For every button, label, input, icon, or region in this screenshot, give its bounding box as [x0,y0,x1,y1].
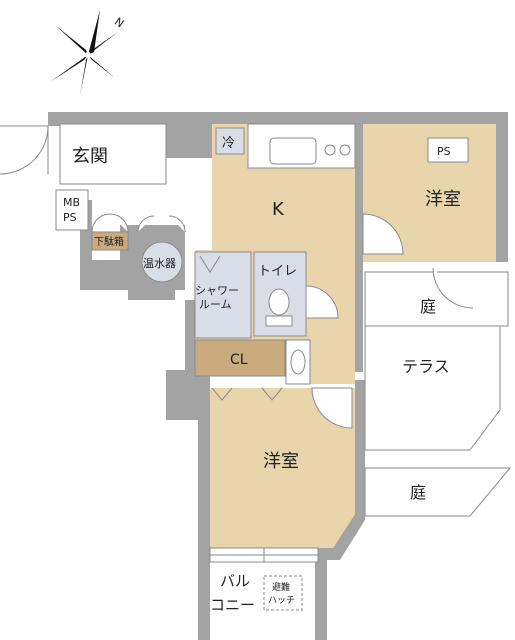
north-label: N [112,15,126,30]
toilet-door[interactable] [305,285,339,319]
ps-label: PS [437,145,451,158]
terrace-label: テラス [402,357,450,376]
ps-box [427,137,469,163]
mbps-label-2: PS [63,211,77,224]
basin-icon [290,349,306,375]
outer-walls [48,112,508,640]
shower-room [194,251,252,339]
garden-bottom [364,467,512,517]
shoe-box [91,231,129,251]
kitchen-label: K [272,199,285,220]
western-room-bottom-door[interactable] [311,387,353,429]
western-room-top-door[interactable] [362,213,404,255]
stove-burner-1 [324,144,336,156]
entrance-door[interactable] [0,125,49,175]
water-heater-label: 温水器 [143,257,176,270]
escape-hatch [263,575,303,611]
closet-label: CL [230,352,248,368]
mbps-box [55,189,89,231]
stove-burner-2 [339,144,351,156]
western-room-top-label: 洋室 [425,189,461,210]
balcony-label-1: バル [220,572,250,590]
garden-top-label: 庭 [420,297,436,316]
closet [194,339,286,377]
entrance-area [59,123,167,185]
hatch-label-1: 避難 [272,581,290,593]
hatch-label-2: ハッチ [268,595,295,606]
water-heater [141,241,183,283]
toilet-tank-icon [265,315,293,327]
shoe-box-label: 下駄箱 [94,235,124,248]
entrance-label: 玄関 [72,146,108,167]
sink [269,137,317,165]
shower-label-1: シャワー [195,284,239,297]
fridge [215,127,245,155]
toilet-bowl-icon [268,288,290,316]
western-room-bottom-label: 洋室 [263,451,299,472]
mbps-label-1: MB [63,196,80,209]
toilet-label: トイレ [258,264,297,279]
garden-bottom-label: 庭 [410,483,426,502]
terrace [364,325,501,451]
fridge-label: 冷 [222,136,235,151]
western-room-bottom [210,388,355,548]
shower-label-2: ルーム [199,298,232,311]
balcony-label-2: コニー [210,596,255,614]
compass-icon: N [50,10,126,95]
